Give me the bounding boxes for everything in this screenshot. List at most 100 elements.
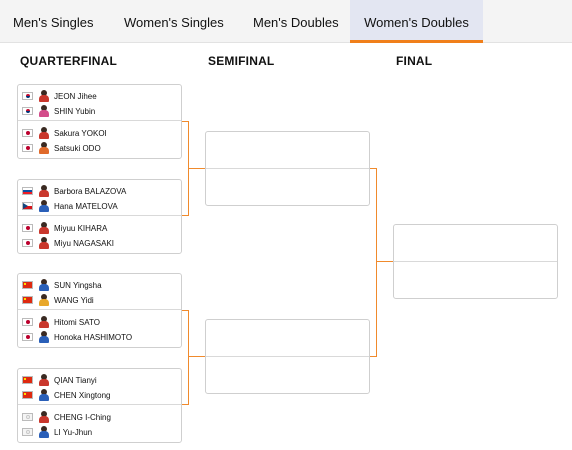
player-entry: SUN Yingsha <box>22 278 102 292</box>
player-avatar-icon <box>39 389 49 401</box>
player-name: Honoka HASHIMOTO <box>54 332 133 342</box>
player-avatar-icon <box>39 316 49 328</box>
team-row[interactable]: SUN Yingsha WANG Yidi <box>18 274 181 310</box>
japan-flag-icon <box>22 333 33 341</box>
player-name: Sakura YOKOI <box>54 128 107 138</box>
round-title-quarterfinal: QUARTERFINAL <box>20 54 118 68</box>
player-entry: Satsuki ODO <box>22 141 101 155</box>
bracket-connector <box>370 356 377 357</box>
match-card[interactable]: Barbora BALAZOVA Hana MATELOVA Miyuu KIH… <box>17 179 182 254</box>
player-avatar-icon <box>39 142 49 154</box>
player-entry: Miyu NAGASAKI <box>22 236 114 250</box>
bracket-connector <box>182 310 189 311</box>
round-title-final: FINAL <box>396 54 433 68</box>
bracket-connector <box>188 310 189 405</box>
player-avatar-icon <box>39 90 49 102</box>
player-entry: JEON Jihee <box>22 89 97 103</box>
bracket-connector <box>376 261 393 262</box>
chinese-taipei-flag-icon <box>22 428 33 436</box>
chinese-taipei-flag-icon <box>22 413 33 421</box>
player-name: Miyu NAGASAKI <box>54 238 115 248</box>
team-row[interactable]: Barbora BALAZOVA Hana MATELOVA <box>18 180 181 216</box>
player-entry: WANG Yidi <box>22 293 94 307</box>
player-name: Miyuu KIHARA <box>54 223 108 233</box>
player-avatar-icon <box>39 105 49 117</box>
player-name: QIAN Tianyi <box>54 375 97 385</box>
player-avatar-icon <box>39 200 49 212</box>
tab-womens-doubles[interactable]: Women's Doubles <box>350 0 483 43</box>
match-card[interactable]: JEON Jihee SHIN Yubin Sakura YOKOI Satsu… <box>17 84 182 159</box>
player-avatar-icon <box>39 331 49 343</box>
player-name: JEON Jihee <box>54 91 97 101</box>
player-entry: Barbora BALAZOVA <box>22 184 126 198</box>
player-name: SHIN Yubin <box>54 106 96 116</box>
bracket-connector <box>182 404 189 405</box>
china-flag-icon <box>22 296 33 304</box>
player-avatar-icon <box>39 411 49 423</box>
czech-flag-icon <box>22 202 33 210</box>
player-entry: CHEN Xingtong <box>22 388 110 402</box>
bracket-connector <box>188 168 205 169</box>
team-row[interactable]: QIAN Tianyi CHEN Xingtong <box>18 369 181 405</box>
match-card[interactable]: QIAN Tianyi CHEN Xingtong CHENG I-Ching … <box>17 368 182 443</box>
china-flag-icon <box>22 391 33 399</box>
japan-flag-icon <box>22 224 33 232</box>
team-row[interactable]: JEON Jihee SHIN Yubin <box>18 85 181 121</box>
slovakia-flag-icon <box>22 187 33 195</box>
player-name: Hana MATELOVA <box>54 201 118 211</box>
bracket-connector <box>370 168 377 169</box>
slot-divider <box>394 261 557 262</box>
player-name: Satsuki ODO <box>54 143 101 153</box>
player-entry: QIAN Tianyi <box>22 373 97 387</box>
player-entry: LI Yu-Jhun <box>22 425 92 439</box>
player-name: Barbora BALAZOVA <box>54 186 127 196</box>
player-entry: Honoka HASHIMOTO <box>22 330 132 344</box>
team-row[interactable]: Hitomi SATO Honoka HASHIMOTO <box>18 311 181 347</box>
semifinal-match-slot[interactable] <box>205 131 370 206</box>
player-avatar-icon <box>39 374 49 386</box>
korea-flag-icon <box>22 107 33 115</box>
player-entry: Hitomi SATO <box>22 315 100 329</box>
slot-divider <box>206 168 369 169</box>
tab-mens-singles[interactable]: Men's Singles <box>13 15 94 30</box>
china-flag-icon <box>22 376 33 384</box>
bracket-connector <box>182 121 189 122</box>
player-name: WANG Yidi <box>54 295 94 305</box>
player-entry: Hana MATELOVA <box>22 199 118 213</box>
final-match-slot[interactable] <box>393 224 558 299</box>
match-card[interactable]: SUN Yingsha WANG Yidi Hitomi SATO Honoka… <box>17 273 182 348</box>
player-name: CHENG I-Ching <box>54 412 111 422</box>
tab-mens-doubles[interactable]: Men's Doubles <box>253 15 339 30</box>
japan-flag-icon <box>22 144 33 152</box>
player-name: LI Yu-Jhun <box>54 427 93 437</box>
player-name: SUN Yingsha <box>54 280 102 290</box>
player-entry: Miyuu KIHARA <box>22 221 107 235</box>
player-entry: SHIN Yubin <box>22 104 95 118</box>
round-title-semifinal: SEMIFINAL <box>208 54 275 68</box>
player-avatar-icon <box>39 279 49 291</box>
player-avatar-icon <box>39 237 49 249</box>
team-row[interactable]: Sakura YOKOI Satsuki ODO <box>18 122 181 158</box>
japan-flag-icon <box>22 239 33 247</box>
korea-flag-icon <box>22 92 33 100</box>
player-avatar-icon <box>39 294 49 306</box>
bracket-connector <box>376 168 377 357</box>
japan-flag-icon <box>22 129 33 137</box>
bracket-connector <box>188 356 205 357</box>
player-avatar-icon <box>39 127 49 139</box>
player-entry: CHENG I-Ching <box>22 410 111 424</box>
china-flag-icon <box>22 281 33 289</box>
event-tab-bar: Men's Singles Women's Singles Men's Doub… <box>0 0 572 43</box>
player-avatar-icon <box>39 185 49 197</box>
team-row[interactable]: CHENG I-Ching LI Yu-Jhun <box>18 406 181 442</box>
japan-flag-icon <box>22 318 33 326</box>
bracket-connector <box>182 215 189 216</box>
player-avatar-icon <box>39 426 49 438</box>
slot-divider <box>206 356 369 357</box>
semifinal-match-slot[interactable] <box>205 319 370 394</box>
team-row[interactable]: Miyuu KIHARA Miyu NAGASAKI <box>18 217 181 253</box>
player-avatar-icon <box>39 222 49 234</box>
tab-womens-singles[interactable]: Women's Singles <box>124 15 224 30</box>
player-entry: Sakura YOKOI <box>22 126 107 140</box>
player-name: CHEN Xingtong <box>54 390 111 400</box>
